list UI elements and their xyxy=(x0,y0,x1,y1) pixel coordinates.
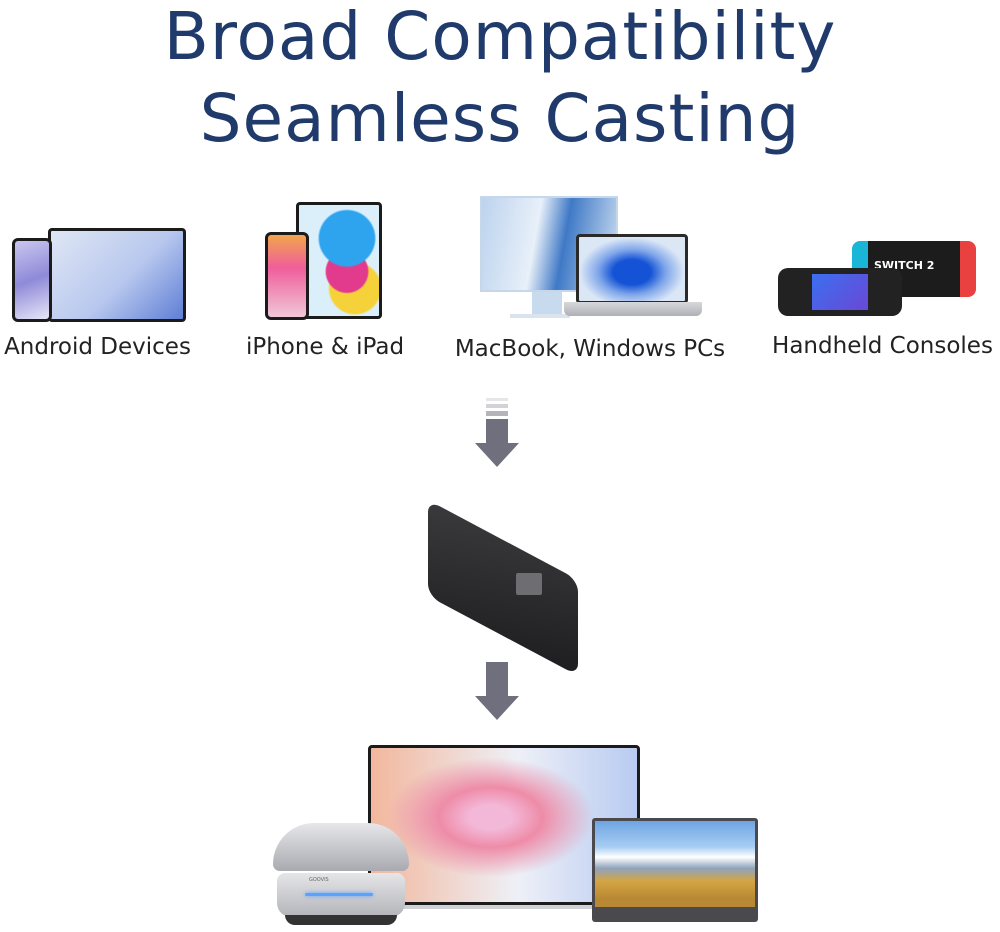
arrow-down-icon xyxy=(475,398,519,470)
tv-stand xyxy=(368,905,640,909)
label-macbook-windows: MacBook, Windows PCs xyxy=(454,336,726,362)
vr-headset-image: GOOVIS xyxy=(265,815,415,927)
label-iphone-ipad: iPhone & iPad xyxy=(245,334,405,360)
label-android: Android Devices xyxy=(4,334,191,360)
title-line-1: Broad Compatibility xyxy=(163,0,837,75)
casting-dongle-image xyxy=(398,478,598,676)
macbook-windows-pc-image xyxy=(480,196,702,322)
arrow-down-icon xyxy=(475,662,519,720)
headset-brand: GOOVIS xyxy=(309,877,329,883)
android-devices-image xyxy=(12,228,187,324)
label-handheld-consoles: Handheld Consoles xyxy=(772,333,993,359)
iphone-ipad-image xyxy=(265,202,383,320)
portable-monitor-image xyxy=(592,818,758,922)
handheld-consoles-image: SWITCH 2 xyxy=(778,238,976,318)
title-line-2: Seamless Casting xyxy=(199,80,801,157)
